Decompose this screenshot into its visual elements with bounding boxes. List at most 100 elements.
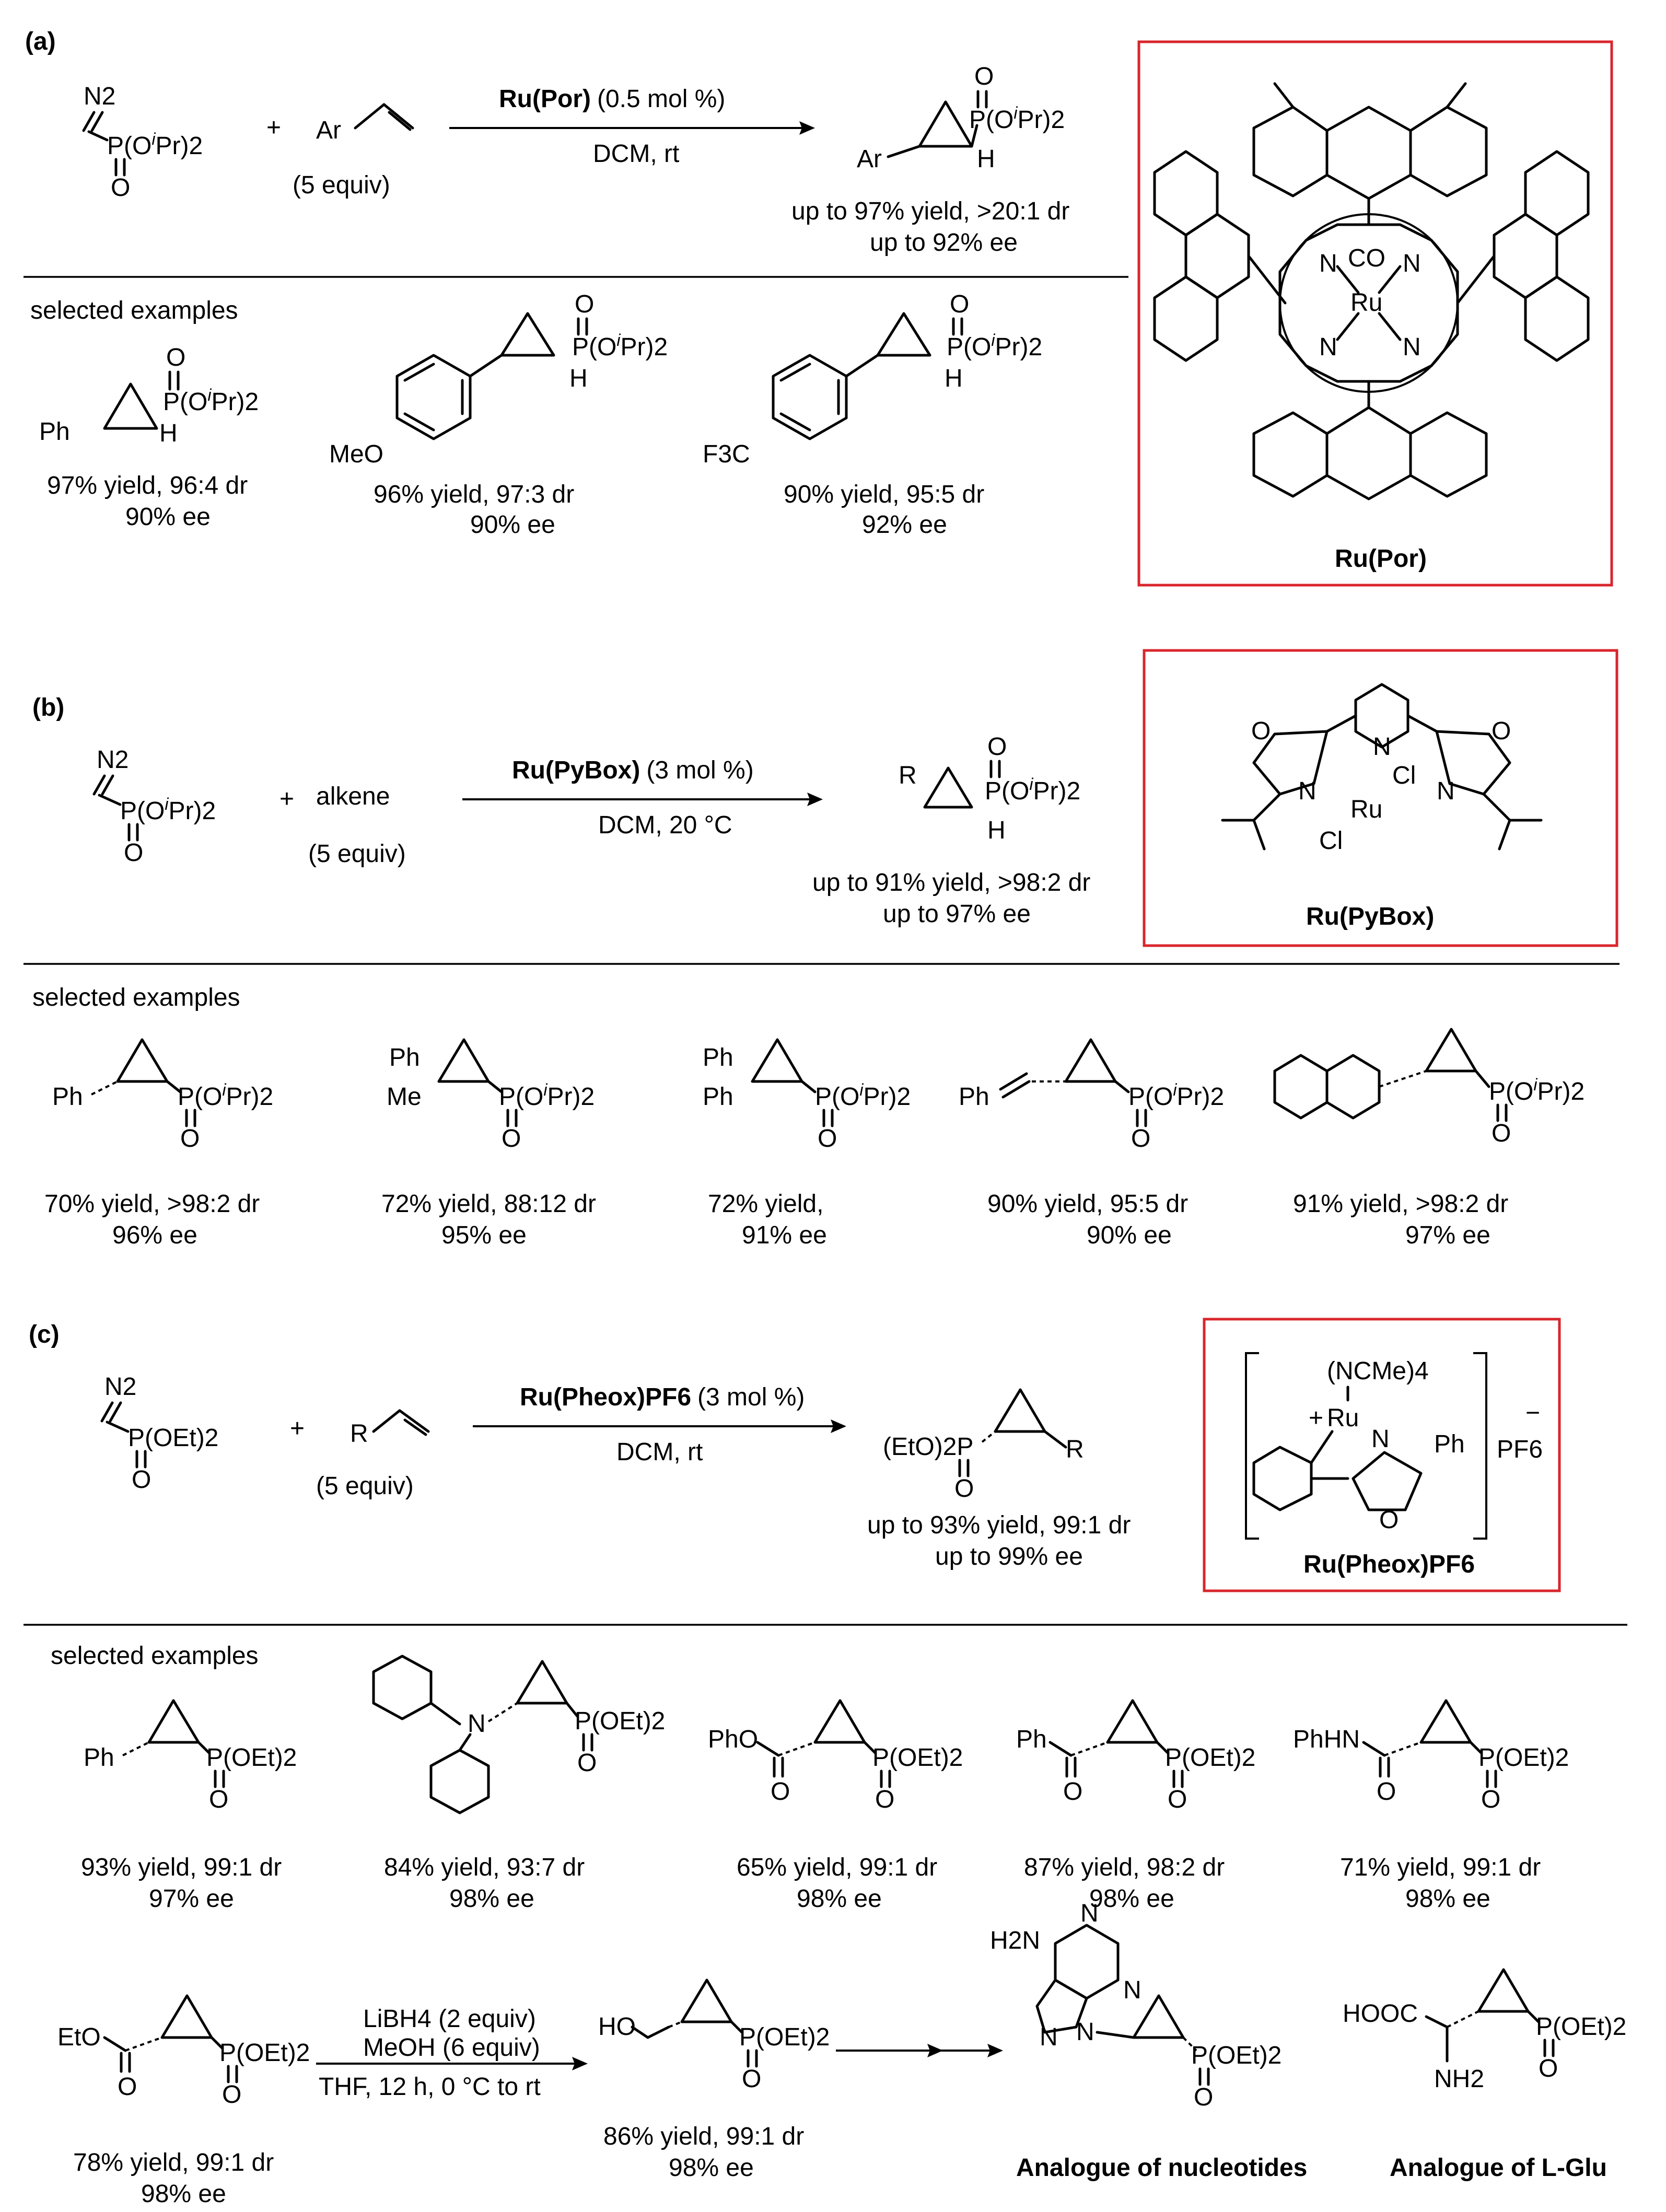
oxazoline-nitrogen: N (1371, 1425, 1390, 1453)
reagent-2: MeOH (6 equiv) (363, 2034, 540, 2062)
catalyst-label: Ru(Pheox)PF6(3 mol %) (520, 1383, 805, 1411)
ruthenium-label: Ru (1350, 796, 1382, 823)
reactant-ee: 98% ee (141, 2180, 226, 2208)
equiv-label: (5 equiv) (308, 840, 406, 868)
hydrogen-label: H (987, 817, 1006, 844)
oxo-label: O (1492, 1120, 1511, 1147)
example-a-1: O P(OiPr)2 Ph H 97% yield, 96:4 dr 90% e… (39, 344, 259, 531)
phenyl-label: Ph (703, 1044, 733, 1072)
catalyst-name: Ru(Por) (1335, 545, 1427, 573)
example-ee: 98% ee (1089, 1885, 1174, 1913)
selected-examples-label: selected examples (30, 297, 238, 324)
oxazoline-nitrogen: N (1298, 777, 1317, 805)
phosphonate-label: P(OEt)2 (575, 1707, 665, 1735)
phosphonate-label: P(OEt)2 (206, 1744, 297, 1772)
phosphonate-label: P(OiPr)2 (107, 130, 203, 160)
r-group-label: R (1066, 1436, 1084, 1463)
oxo-label: O (771, 1778, 790, 1806)
example-c-4: Ph O P(OEt)2 O 87% yield, 98:2 dr 98% ee (1016, 1699, 1255, 1913)
example-yield: 72% yield, 88:12 dr (381, 1190, 596, 1218)
catalyst-box-pheox (1203, 1318, 1561, 1592)
example-yield: 93% yield, 99:1 dr (81, 1854, 282, 1881)
nitrogen-label: N (1040, 2023, 1058, 2051)
example-c-2: N P(OEt)2 O 84% yield, 93:7 dr 98% ee (372, 1655, 665, 1913)
section-a-tag: (a) (25, 28, 56, 55)
phosphonate-label: P(OEt)2 (128, 1424, 218, 1452)
example-ee: 98% ee (1405, 1885, 1490, 1913)
oxo-label: O (1194, 2083, 1213, 2111)
hydrogen-label: H (159, 420, 178, 447)
section-c: (c) N2 P(OEt)2 O + R (5 equiv) Ru(Pheox)… (24, 1318, 1627, 2208)
oxo-label: O (577, 1749, 597, 1777)
oxo-label: O (987, 733, 1007, 761)
oxo-label: O (974, 63, 994, 90)
amine-label: H2N (990, 1927, 1040, 1954)
summary-line-1: up to 93% yield, 99:1 dr (867, 1511, 1131, 1539)
example-ee: 90% ee (125, 503, 211, 531)
carbazole-nitrogen: N (468, 1710, 486, 1738)
chloride-label: Cl (1319, 827, 1343, 855)
example-yield: 72% yield, (708, 1190, 823, 1218)
phenyl-label: Ph (52, 1083, 83, 1111)
hydroxy-label: HO (598, 2013, 636, 2041)
plus-sign: + (266, 114, 281, 142)
oxo-label: O (1539, 2055, 1558, 2082)
phenyl-label: Ph (39, 418, 70, 446)
ru-pheox-structure: (NCMe)4 + Ru N O Ph PF6 − Ru(Pheox)PF6 (1245, 1352, 1543, 1578)
pyridine-nitrogen: N (1373, 733, 1391, 761)
example-ee: 91% ee (742, 1221, 827, 1249)
example-yield: 96% yield, 97:3 dr (374, 481, 574, 508)
phosphonate-label: P(OiPr)2 (1489, 1075, 1585, 1105)
oxazoline-oxygen: O (1251, 717, 1271, 745)
oxo-label: O (1481, 1786, 1500, 1813)
phosphonate-label: P(OiPr)2 (163, 386, 259, 416)
plus-sign: + (290, 1415, 305, 1442)
r-group-label: R (350, 1420, 368, 1448)
catalyst-label: Ru(Por)(0.5 mol %) (499, 85, 725, 113)
example-b-5: P(OiPr)2 O 91% yield, >98:2 dr 97% ee (1273, 1028, 1585, 1249)
methoxy-label: MeO (329, 440, 383, 468)
amine-label: NH2 (1434, 2065, 1484, 2093)
example-c-3: PhO O P(OEt)2 O 65% yield, 99:1 dr 98% e… (708, 1699, 963, 1913)
oxo-label: O (575, 290, 594, 318)
diazo-phosphonate-b: N2 P(OiPr)2 O (92, 746, 216, 867)
r-group-label: R (899, 762, 917, 789)
phosphonate-label: P(OEt)2 (872, 1744, 963, 1772)
nitrogen-label: N (1319, 333, 1337, 361)
carbonyl-label: CO (1348, 245, 1385, 272)
diazo-phosphonate-a: N2 P(OiPr)2 O (82, 83, 203, 202)
example-b-3: Ph Ph P(OiPr)2 O 72% yield, 91% ee (703, 1038, 911, 1249)
catalyst-name: Ru(PyBox) (1306, 903, 1434, 930)
phosphonate-label: P(OEt)2 (219, 2039, 310, 2067)
oxazoline-oxygen: O (1379, 1506, 1399, 1534)
aryl-label: Ar (316, 117, 341, 144)
catalyst-box-pybox (1143, 649, 1618, 947)
example-ee: 97% ee (149, 1885, 234, 1913)
example-yield: 90% yield, 95:5 dr (784, 481, 984, 508)
oxo-label: O (111, 174, 130, 202)
example-c-1: Ph P(OEt)2 O 93% yield, 99:1 dr 97% ee (81, 1699, 297, 1913)
oxo-label: O (209, 1786, 228, 1813)
phosphonate-label: P(OiPr)2 (947, 331, 1042, 361)
oxo-label: O (1377, 1778, 1396, 1806)
conditions-label: DCM, 20 °C (598, 811, 732, 839)
equiv-label: (5 equiv) (293, 171, 390, 199)
phenyl-label: Ph (84, 1744, 114, 1772)
example-ee: 90% ee (1087, 1221, 1172, 1249)
oxazoline-nitrogen: N (1437, 777, 1455, 805)
example-yield: 71% yield, 99:1 dr (1340, 1854, 1541, 1881)
example-ee: 97% ee (1405, 1221, 1490, 1249)
chloride-label: Cl (1392, 762, 1416, 789)
oxo-label: O (180, 1125, 200, 1152)
aryl-alkene-a: Ar (5 equiv) (293, 103, 414, 199)
phenyl-label: Ph (1016, 1726, 1047, 1753)
nitrogen-label: N (1080, 1900, 1099, 1927)
phosphonate-label: P(OiPr)2 (969, 103, 1065, 134)
oxo-label: O (742, 2065, 761, 2093)
product-a: O P(OiPr)2 Ar H (857, 63, 1065, 173)
phenyl-label: Ph (703, 1083, 733, 1111)
phenoxy-label: PhO (708, 1726, 758, 1753)
reaction-arrow-c: Ru(Pheox)PF6(3 mol %) DCM, rt (473, 1383, 846, 1466)
phosphonate-label: P(OiPr)2 (499, 1080, 595, 1111)
